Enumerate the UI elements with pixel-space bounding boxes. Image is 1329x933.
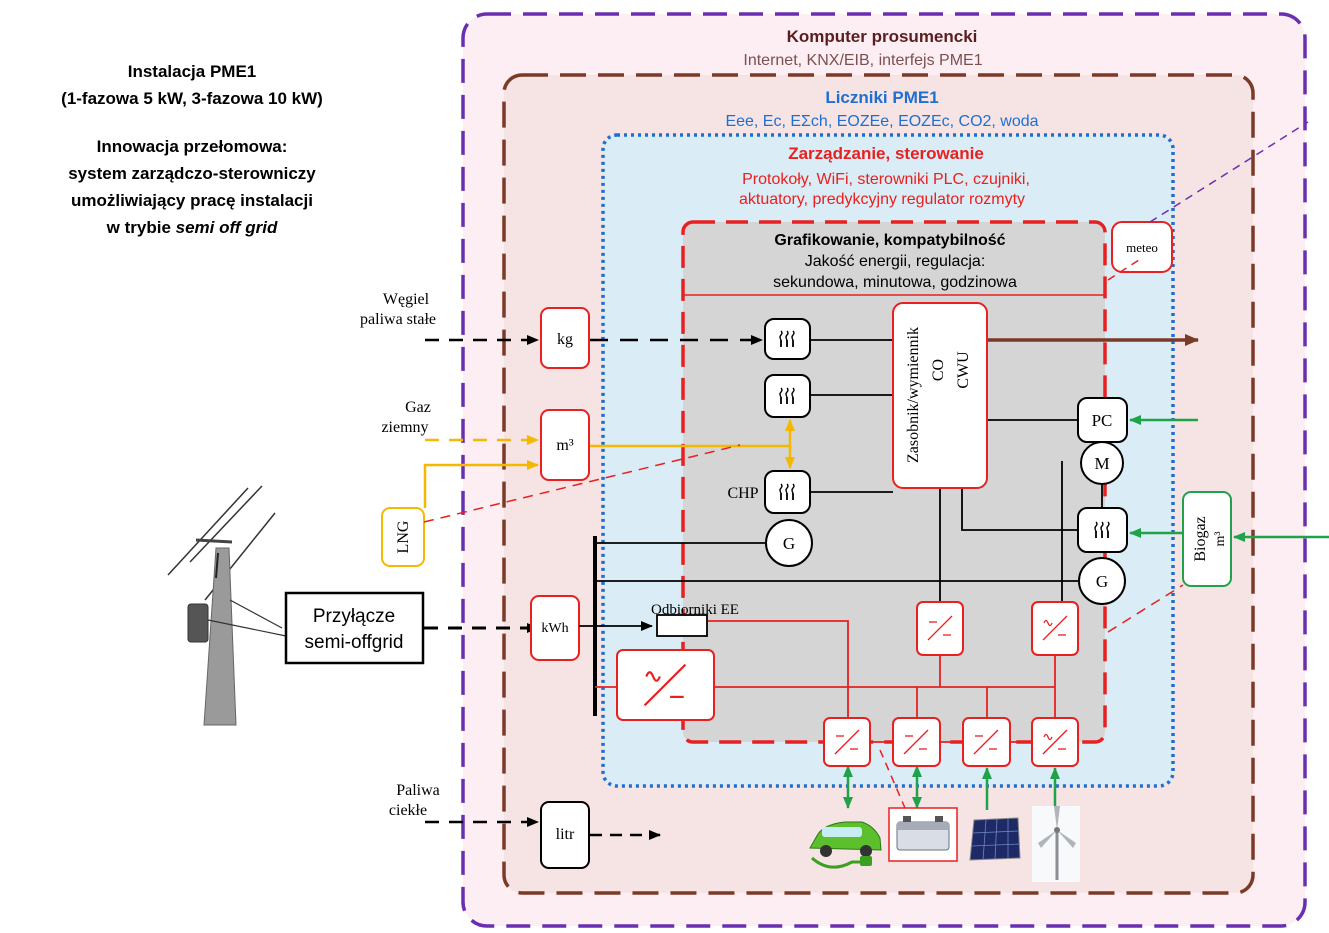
inverter-icon <box>617 650 714 720</box>
inverter-icon <box>824 718 870 766</box>
liquid-fuel-label-1: Paliwa <box>396 782 440 799</box>
generator-chp: G <box>766 520 812 566</box>
liquid-fuel-meter-label: litr <box>556 826 575 843</box>
scheduling-layer-subtitle-2: sekundowa, minutowa, godzinowa <box>773 274 1017 291</box>
liquid-fuel-meter: litr <box>541 802 589 868</box>
biogas-label: Biogaz <box>1192 516 1209 561</box>
coal-meter: kg <box>541 308 589 368</box>
lng-label: LNG <box>395 520 412 553</box>
scheduling-layer-subtitle-1: Jakość energii, regulacja: <box>805 253 986 270</box>
power-pole-icon <box>168 486 286 725</box>
innovation-line-1: Innowacja przełomowa: <box>97 137 288 156</box>
wind-turbine-icon <box>1032 806 1080 882</box>
chp-label: CHP <box>727 485 758 502</box>
heat-storage-label-1: Zasobnik/wymiennik <box>905 327 922 463</box>
motor-label: M <box>1094 454 1109 473</box>
generator-chp-label: G <box>783 534 795 553</box>
electricity-meter: kWh <box>531 596 579 660</box>
heat-storage-tank: Zasobnik/wymiennik CO CWU <box>893 303 987 488</box>
scheduling-layer-title: Grafikowanie, kompatybilność <box>774 232 1005 249</box>
management-layer-subtitle-2: aktuatory, predykcyjny regulator rozmyty <box>739 191 1025 208</box>
motor: M <box>1081 442 1123 484</box>
meters-layer-subtitle: Eee, Ec, EΣch, EOZEe, EOZEc, CO2, woda <box>725 113 1038 130</box>
meteo-box: meteo <box>1112 222 1172 272</box>
innovation-line-4: w trybie semi off grid <box>106 218 278 237</box>
inverter-icon <box>963 718 1010 766</box>
grid-connection-label-1: Przyłącze <box>313 606 395 627</box>
grid-connection-box: Przyłącze semi-offgrid <box>286 593 423 663</box>
coal-label-1: Węgiel <box>383 291 430 308</box>
management-layer-title: Zarządzanie, sterowanie <box>788 144 984 163</box>
coal-label-2: paliwa stałe <box>360 311 436 328</box>
inverter-icon <box>1032 602 1078 655</box>
generator-biogas-label: G <box>1096 572 1108 591</box>
biogas-unit: m³ <box>1213 531 1228 546</box>
installation-title: Instalacja PME1 <box>128 62 257 81</box>
inverter-icon <box>893 718 940 766</box>
gas-meter-label: m³ <box>556 437 573 454</box>
management-layer-subtitle-1: Protokoły, WiFi, sterowniki PLC, czujnik… <box>742 171 1030 188</box>
heater-icon <box>1078 508 1127 552</box>
installation-subtitle: (1-fazowa 5 kW, 3-fazowa 10 kW) <box>61 89 323 108</box>
meteo-label: meteo <box>1126 240 1158 255</box>
inverter-icon <box>917 602 963 655</box>
biogas-box: Biogaz m³ <box>1183 492 1231 586</box>
heat-storage-label-3: CWU <box>955 351 972 389</box>
generator-biogas: G <box>1079 558 1125 604</box>
gas-label-2: ziemny <box>381 419 428 436</box>
heat-pump: PC <box>1078 398 1127 442</box>
lng-box: LNG <box>382 508 424 566</box>
liquid-fuel-label-2: ciekłe <box>389 802 427 819</box>
innovation-line-3: umożliwiający pracę instalacji <box>71 191 313 210</box>
innovation-line-2: system zarządczo-sterowniczy <box>68 164 316 183</box>
heater-icon <box>765 471 810 513</box>
coal-meter-label: kg <box>557 331 573 348</box>
innovation-line-4-prefix: w trybie <box>106 218 176 237</box>
battery-icon <box>889 808 957 861</box>
prosument-computer-title: Komputer prosumencki <box>787 27 978 46</box>
solar-panel-icon <box>970 818 1020 860</box>
meters-layer-title: Liczniki PME1 <box>825 88 938 107</box>
heater-icon <box>765 375 810 417</box>
prosument-computer-subtitle: Internet, KNX/EIB, interfejs PME1 <box>743 52 982 69</box>
gas-meter: m³ <box>541 410 589 480</box>
heat-storage-label-2: CO <box>930 359 947 381</box>
heat-pump-label: PC <box>1092 411 1113 430</box>
electricity-meter-label: kWh <box>541 621 568 636</box>
heater-icon <box>765 319 810 359</box>
innovation-line-4-italic: semi off grid <box>176 218 278 237</box>
inverter-icon <box>1032 718 1078 766</box>
gas-label-1: Gaz <box>405 399 431 416</box>
grid-connection-label-2: semi-offgrid <box>305 632 404 653</box>
